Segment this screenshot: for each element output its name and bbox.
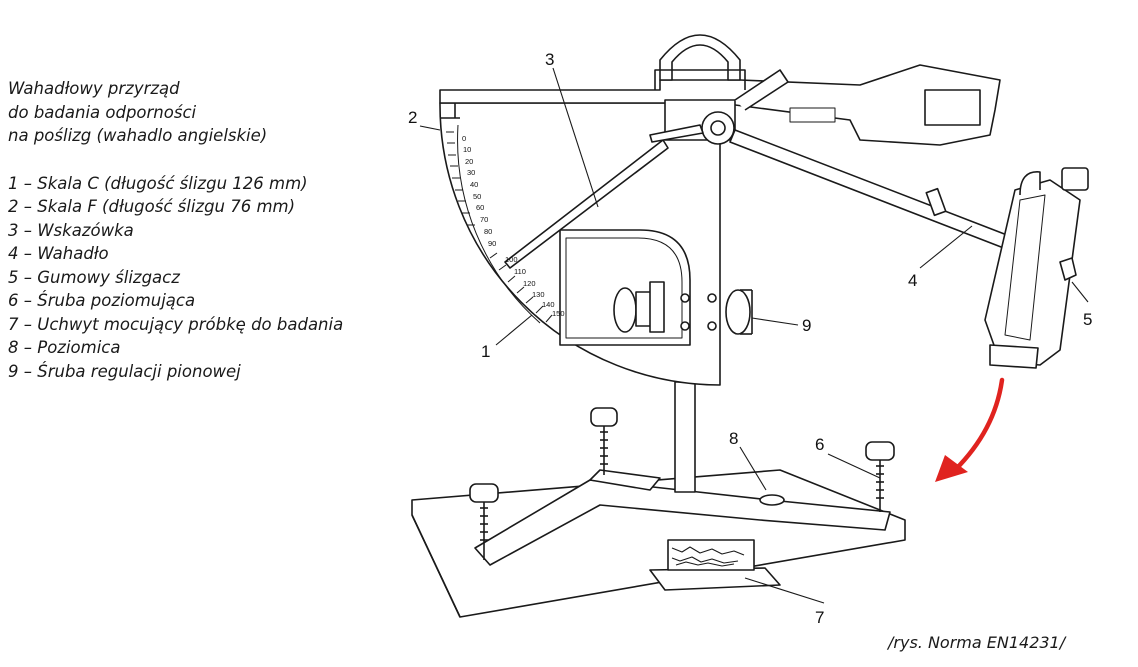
scale-f-tick: 60	[476, 203, 484, 212]
callout-2: 2	[408, 108, 417, 127]
carry-handle	[659, 34, 741, 81]
top-arm	[439, 64, 1001, 146]
levelling-screw	[590, 407, 618, 475]
specimen-holder	[649, 567, 781, 591]
scale-f-tick: 70	[480, 215, 488, 224]
legend-panel: Wahadłowy przyrząd do badania odporności…	[8, 77, 408, 383]
callout-5: 5	[1083, 310, 1092, 329]
figure-credit: /rys. Norma EN14231/	[888, 633, 1066, 652]
swing-direction-arrow	[935, 377, 1005, 482]
scale-c-tick: 120	[523, 279, 536, 288]
callout-1: 1	[481, 342, 490, 361]
title-line: na poślizg (wahadlo angielskie)	[8, 126, 268, 145]
legend-item: 3 – Wskazówka	[8, 220, 134, 240]
callout-9: 9	[802, 316, 811, 335]
legend-item: 4 – Wahadło	[8, 244, 109, 263]
levelling-screw	[865, 441, 895, 512]
scale-f-tick: 10	[463, 145, 471, 154]
rubber-slider	[989, 344, 1039, 369]
legend-item: 1 – Skala C (długość ślizgu 126 mm)	[8, 173, 308, 193]
legend-item: 2 – Skala F (długość ślizgu 76 mm)	[8, 197, 296, 216]
pointer-needle	[504, 139, 669, 269]
legend-list: 1 – Skala C (długość ślizgu 126 mm) 2 – …	[8, 172, 408, 384]
scale-c-tick: 150	[552, 309, 565, 318]
scale-f-tick: 30	[467, 168, 475, 177]
scale-f-tick: 50	[473, 192, 481, 201]
title-line: Wahadłowy przyrząd	[8, 79, 180, 98]
callout-6: 6	[815, 435, 824, 454]
scale-f-tick: 40	[470, 180, 478, 189]
title-line: do badania odporności	[8, 102, 197, 122]
scale-c-tick: 130	[532, 290, 545, 299]
spirit-level	[759, 494, 785, 506]
vertical-column	[674, 381, 696, 493]
scale-f-tick: 80	[484, 227, 492, 236]
pendulum-arm	[729, 129, 1021, 253]
scale-f-tick: 0	[462, 134, 466, 143]
callout-7: 7	[815, 608, 824, 627]
callout-4: 4	[908, 271, 917, 290]
legend-item: 5 – Gumowy ślizgacz	[8, 267, 180, 287]
legend-item: 6 – Śruba poziomująca	[8, 291, 196, 310]
legend-item: 9 – Śruba regulacji pionowej	[8, 361, 241, 381]
scale-c-tick: 100	[505, 255, 518, 264]
legend-item: 8 – Poziomica	[8, 338, 121, 357]
legend-item: 7 – Uchwyt mocujący próbkę do badania	[8, 314, 344, 334]
vertical-adjust-screw	[725, 289, 751, 335]
callout-3: 3	[545, 50, 554, 69]
callout-8: 8	[729, 429, 738, 448]
scale-c-tick: 90	[488, 239, 496, 248]
scale-c-tick: 110	[514, 267, 526, 276]
levelling-screw	[469, 483, 499, 560]
scale-c-tick: 140	[542, 300, 555, 309]
diagram-title: Wahadłowy przyrząd do badania odporności…	[8, 77, 408, 148]
specimen	[667, 539, 755, 571]
adjustment-knob	[613, 281, 665, 333]
scale-f-tick: 20	[465, 157, 473, 166]
